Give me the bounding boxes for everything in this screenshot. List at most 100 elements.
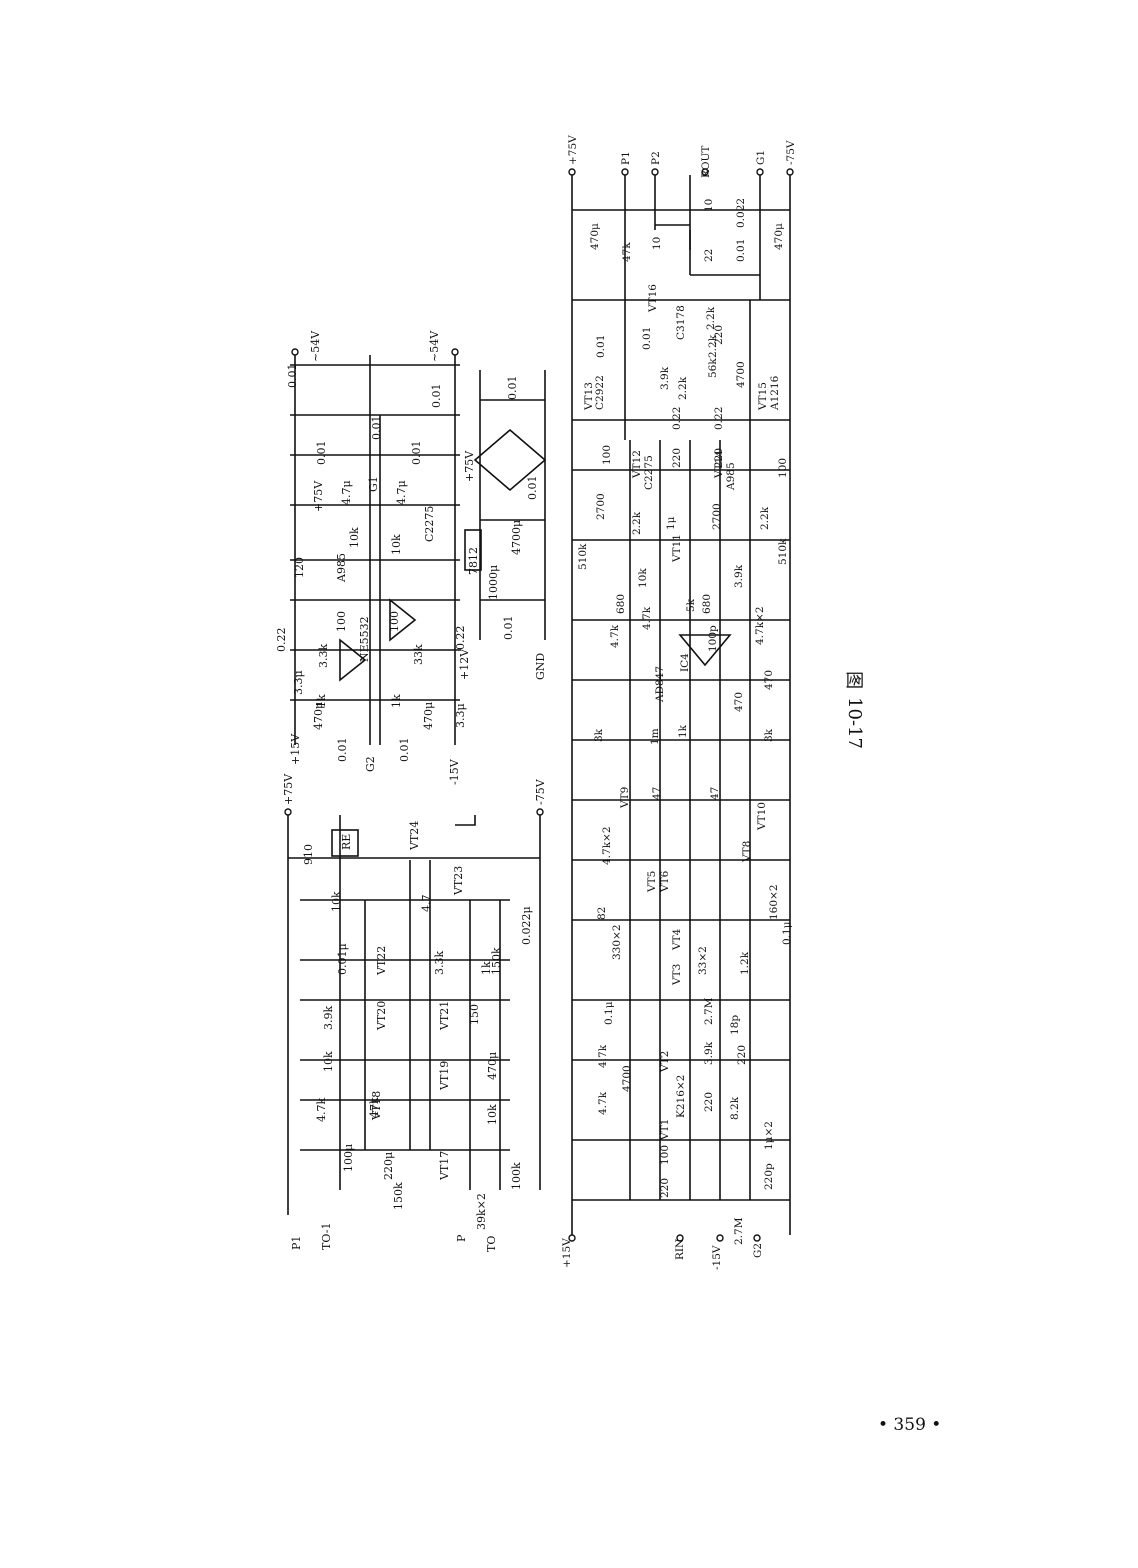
component-value: 1μ: [665, 516, 677, 530]
device-label: C3178: [675, 305, 687, 340]
component-value: 4.7k×2: [754, 606, 766, 645]
component-value: 0.01: [336, 738, 349, 763]
device-label: NE5532: [358, 616, 371, 662]
component-value: 0.01: [370, 416, 383, 441]
component-value: 0.01μ: [336, 943, 349, 975]
component-value: 0.022μ: [520, 906, 533, 945]
device-label: C2275: [643, 455, 655, 490]
terminal-to1: TO-1: [320, 1223, 333, 1250]
component-value: 47k: [621, 242, 633, 262]
terminal-label: -75V: [785, 140, 797, 165]
terminal-label: +12V: [458, 648, 471, 680]
component-value: 10k: [486, 1104, 499, 1125]
transistor-label: VT17: [438, 1151, 451, 1181]
terminal-p1: P1: [290, 1236, 303, 1250]
component-value: 56k: [707, 358, 719, 378]
transistor-label: VT6: [659, 870, 671, 893]
component-value: 5k: [685, 598, 697, 612]
component-value: 220μ: [382, 1152, 395, 1180]
component-value: 0.1μ: [603, 1001, 615, 1025]
caption-prefix: 图: [843, 671, 864, 690]
component-value: 2.7M: [703, 997, 715, 1025]
terminal-label: RIN: [674, 1239, 686, 1260]
device-label: AD847: [654, 666, 666, 703]
device-label: 7812: [467, 547, 480, 575]
terminal-label: G1: [367, 476, 380, 492]
device-label: IC4: [679, 653, 691, 672]
terminal-label: G1: [755, 150, 767, 165]
terminal-label: +15V: [561, 1238, 573, 1268]
component-value: 2700: [711, 503, 723, 530]
component-value: 10: [651, 237, 663, 250]
component-value: 160×2: [768, 884, 780, 920]
component-value: 100μ: [342, 1144, 355, 1172]
component-value: 4.7μ: [340, 480, 353, 505]
component-value: 0.022: [735, 198, 747, 228]
component-value: 1k: [677, 724, 689, 738]
transistor-label: VT11: [671, 534, 683, 563]
component-value: 3.3k: [317, 644, 330, 668]
component-value: 10k: [637, 568, 649, 588]
component-value: 150: [468, 1004, 481, 1025]
figure-caption: 图 10-17: [795, 671, 915, 749]
transistor-label: VT3: [671, 964, 683, 986]
terminal-label: +75V: [312, 480, 325, 512]
component-value: 2.2k: [707, 334, 719, 358]
component-value: 0.01: [315, 441, 328, 466]
terminal-minus75: -75V: [534, 778, 547, 805]
component-value: 4.7k: [641, 606, 653, 630]
transistor-label: VT21: [438, 1001, 451, 1031]
terminal-label: GND: [534, 653, 547, 680]
transistor-label: VT8: [741, 841, 753, 863]
terminal-label: ROUT: [700, 146, 712, 178]
component-value: 1μ×2: [763, 1121, 775, 1150]
component-value: 680: [615, 594, 627, 614]
component-value: 510k: [777, 538, 789, 565]
component-value: 0.01: [410, 441, 423, 466]
component-value: 100k: [510, 1162, 523, 1190]
component-value: 470: [763, 670, 775, 690]
component-value: 4.7k: [597, 1044, 609, 1068]
component-value: 82: [596, 907, 608, 920]
device-label: A985: [725, 462, 737, 491]
device-label: C2922: [594, 375, 606, 410]
component-value: 2.2k: [677, 376, 689, 400]
component-value: 10k: [390, 534, 403, 555]
component-value: 3.9k: [659, 366, 671, 390]
component-value: 220: [736, 1045, 748, 1065]
component-value: 3.3μ: [454, 703, 467, 728]
transistor-label: VT19: [438, 1061, 451, 1091]
transistor-label: VT15: [757, 382, 769, 411]
component-value: 10k: [330, 891, 343, 912]
component-value: 0.01: [506, 376, 519, 401]
component-value: 0.01: [595, 335, 607, 358]
component-value: 100: [335, 611, 348, 632]
component-value: 4700: [735, 361, 747, 388]
component-value: 3k: [763, 728, 775, 742]
component-value: 4.7k: [609, 624, 621, 648]
transistor-label: VT16: [647, 284, 659, 313]
component-value: 510k: [577, 543, 589, 570]
component-value: 100p: [707, 625, 719, 652]
component-value: 2.2k: [759, 506, 771, 530]
component-value: 470μ: [773, 223, 785, 250]
component-value: 220: [713, 448, 725, 468]
relay-label: RE: [340, 834, 353, 850]
component-value: 3.9k: [322, 1006, 335, 1030]
terminal-label: +75V: [463, 450, 476, 482]
component-value: 4700μ: [510, 520, 523, 555]
component-value: 10k: [348, 527, 361, 548]
component-value: 0.22: [454, 626, 467, 651]
transistor-label: VT9: [619, 787, 631, 809]
terminal-to: TO: [485, 1236, 498, 1252]
component-value: 910: [302, 844, 315, 865]
component-value: 0.22: [713, 407, 725, 430]
transistor-label: VT10: [756, 802, 768, 831]
device-label: A1216: [769, 375, 781, 411]
component-value: 3.9k: [703, 1041, 715, 1065]
component-value: 1.2k: [739, 951, 751, 975]
component-value: 0.01: [430, 384, 443, 409]
component-value: 220: [659, 1178, 671, 1198]
component-value: 3.3k: [433, 951, 446, 975]
